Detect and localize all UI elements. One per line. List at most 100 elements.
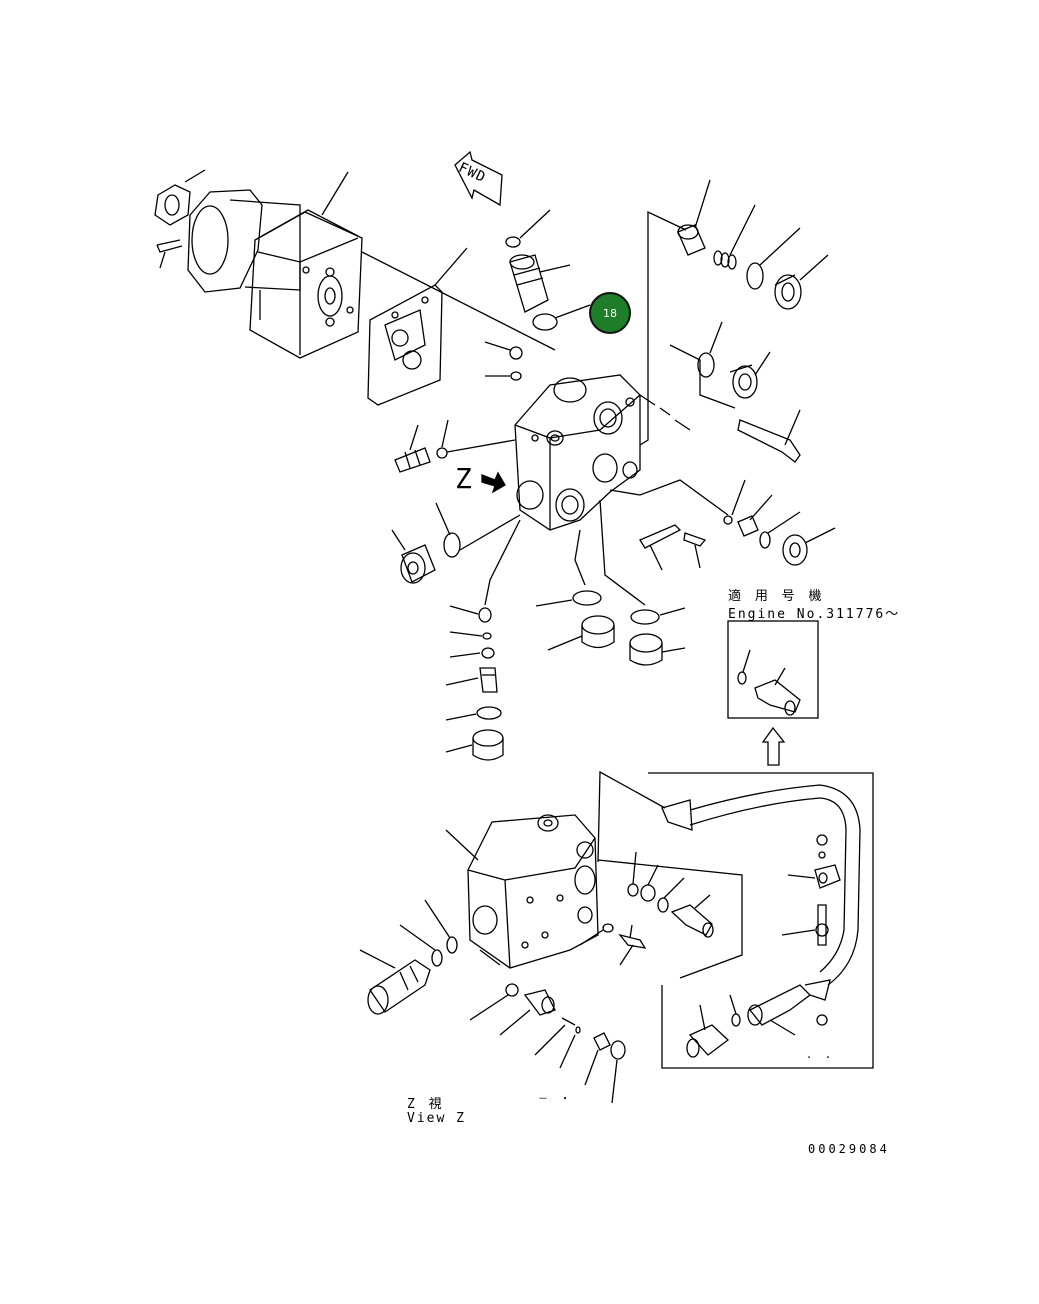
- leader-line: [519, 209, 551, 239]
- hose-box: [648, 772, 874, 1069]
- bracket-line: [574, 529, 586, 586]
- o-ring: [746, 262, 764, 290]
- o-ring-small: [505, 236, 521, 248]
- leader-line: [749, 494, 773, 521]
- leader-line: [534, 1024, 566, 1056]
- o-ring-small: [481, 647, 495, 659]
- clamp-part: [814, 864, 841, 889]
- leader-line: [554, 304, 591, 319]
- valve-block-view-z: [467, 814, 599, 969]
- leader-line: [446, 439, 516, 453]
- pin-part: [639, 524, 682, 549]
- o-ring: [697, 352, 715, 378]
- o-ring-small: [737, 671, 747, 685]
- leader-line: [729, 994, 737, 1015]
- leader-line: [559, 1034, 576, 1069]
- leader-line: [709, 321, 723, 354]
- o-ring-small: [436, 447, 448, 459]
- o-ring-small: [602, 923, 614, 933]
- inset-box: [727, 620, 819, 719]
- up-arrow-icon: [761, 726, 786, 766]
- leader-line: [774, 667, 786, 686]
- nut-part: [640, 884, 656, 902]
- leader-line: [459, 514, 521, 551]
- leader-line: [159, 251, 166, 269]
- pump-body: [187, 189, 363, 359]
- leader-line: [611, 1059, 618, 1104]
- tee-fitting: [618, 924, 647, 949]
- leader-line: [409, 424, 419, 451]
- sensor-part: [686, 1024, 730, 1058]
- leader-line: [399, 924, 436, 951]
- o-ring: [610, 1040, 626, 1060]
- fwd-arrow-icon: [454, 150, 503, 207]
- callout-balloon[interactable]: 18: [589, 292, 631, 334]
- leader-line: [694, 894, 711, 909]
- leader-line: [804, 527, 836, 544]
- leader-line: [584, 1049, 599, 1086]
- pin-part: [156, 239, 183, 253]
- bracket-line: [639, 210, 687, 446]
- bracket-line: [639, 394, 691, 431]
- leader-line: [781, 929, 816, 936]
- leader-line: [435, 502, 451, 536]
- leader-line: [694, 544, 701, 569]
- plug-large: [472, 729, 504, 761]
- ball-part: [575, 1026, 581, 1034]
- view-label-en: View Z: [407, 1111, 466, 1126]
- sensor-part: [670, 904, 714, 938]
- leader-line: [647, 864, 659, 886]
- leader-line: [499, 1009, 531, 1036]
- o-ring: [446, 936, 458, 954]
- o-ring-small: [731, 1013, 741, 1027]
- leader-line: [731, 479, 746, 516]
- leader-line: [659, 607, 686, 616]
- hose-part: [661, 784, 861, 986]
- leader-line: [632, 851, 637, 885]
- cartridge-valve: [367, 959, 431, 1015]
- leader-line: [449, 605, 479, 615]
- o-ring-small: [510, 371, 522, 381]
- bolt-part: [815, 904, 829, 946]
- hose-end: [747, 979, 831, 1026]
- plug-small: [509, 346, 523, 360]
- bracket-line: [609, 479, 729, 516]
- z-marker: Z: [455, 462, 472, 495]
- fitting: [737, 515, 759, 537]
- o-ring-small: [723, 515, 733, 525]
- leader-line: [361, 251, 556, 351]
- leader-line: [449, 652, 481, 658]
- o-ring: [630, 609, 660, 625]
- o-ring-small: [505, 983, 519, 997]
- leader-line: [759, 227, 801, 266]
- bracket-line: [484, 519, 521, 606]
- gasket-part: [367, 284, 443, 406]
- leader-line: [469, 994, 509, 1021]
- leader-line: [729, 204, 756, 256]
- inset-note-jp: 適 用 号 機: [728, 589, 825, 604]
- o-ring-small: [657, 897, 669, 913]
- leader-line: [535, 599, 573, 607]
- inset-note-en: Engine No.311776～: [728, 607, 901, 622]
- leader-line: [619, 944, 634, 966]
- leader-line: [769, 1019, 796, 1036]
- leader-line: [359, 949, 396, 969]
- o-ring: [476, 706, 502, 720]
- flange-part: [154, 184, 191, 226]
- leader-line: [784, 409, 801, 446]
- plug-small: [478, 607, 492, 623]
- plug-large: [400, 544, 436, 584]
- valve-block: [514, 374, 641, 531]
- leader-line: [694, 179, 711, 229]
- o-ring-small: [627, 883, 639, 897]
- z-view-arrow-icon: [481, 471, 506, 494]
- leader-line: [547, 635, 583, 651]
- o-ring: [759, 531, 771, 549]
- leader-line: [445, 829, 479, 861]
- leader-line: [649, 544, 663, 571]
- bracket-line: [669, 344, 736, 409]
- small-mark: － ・: [538, 1094, 574, 1105]
- leader-line: [434, 247, 468, 286]
- plug-small: [593, 1032, 611, 1051]
- leader-line: [484, 341, 511, 351]
